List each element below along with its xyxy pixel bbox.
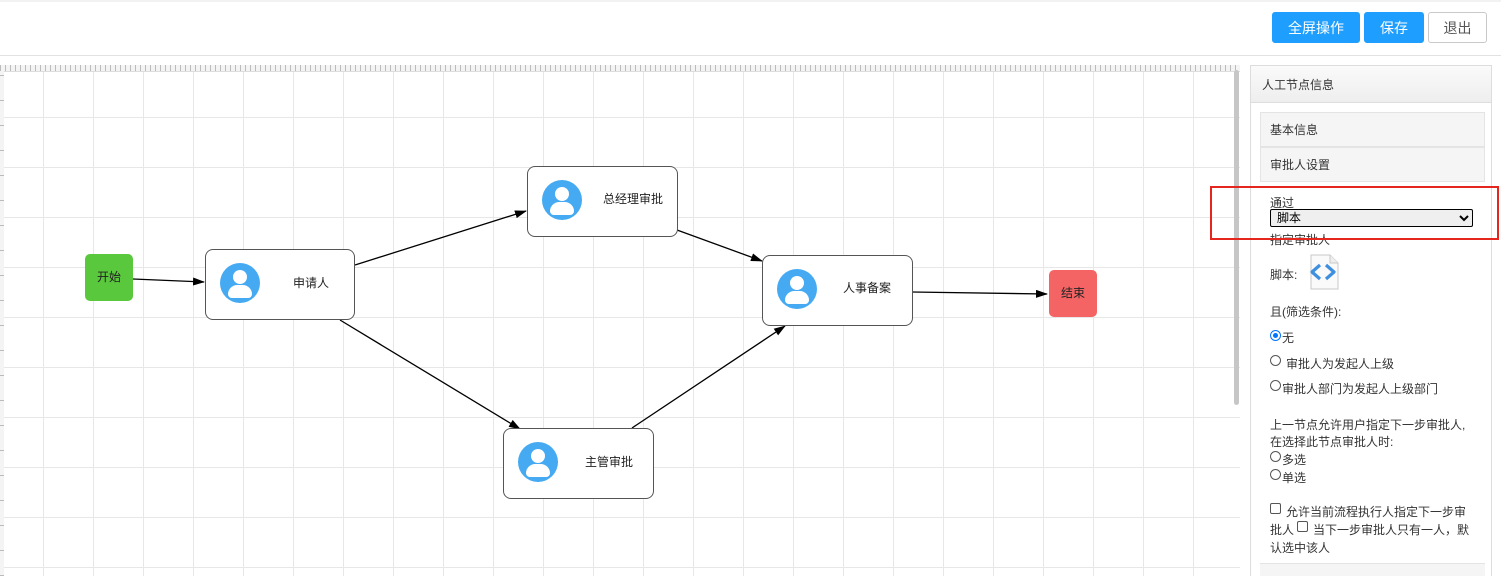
node-property-panel: 人工节点信息 基本信息 审批人设置 通过 脚本 指定审批人 脚本: 且(筛选条件… (1250, 65, 1492, 576)
prev-node-hint-2: 在选择此节点审批人时: (1270, 435, 1394, 449)
tab-strip (0, 0, 1501, 2)
user-avatar-icon (220, 263, 260, 303)
user-avatar-icon (542, 180, 582, 220)
canvas-scrollbar[interactable] (1234, 70, 1239, 405)
next-section-header[interactable] (1260, 563, 1485, 576)
node-hr-record[interactable]: 人事备案 (762, 255, 913, 326)
filter-option-label: 无 (1282, 331, 1295, 345)
filter-radio-superior-dept[interactable] (1270, 380, 1281, 391)
user-avatar-icon (518, 442, 558, 482)
pass-label: 通过 (1270, 196, 1295, 210)
save-button[interactable]: 保存 (1364, 12, 1424, 43)
filter-radio-none[interactable] (1270, 330, 1281, 341)
auto-select-text: 当下一步审批人只有一人，默 (1313, 523, 1470, 537)
approver-mode-select[interactable]: 脚本 (1270, 209, 1473, 227)
start-node[interactable]: 开始 (85, 254, 133, 301)
filter-label: 且(筛选条件): (1270, 305, 1342, 319)
select-single-radio[interactable] (1270, 469, 1281, 480)
node-supervisor[interactable]: 主管审批 (503, 428, 654, 499)
filter-option-label: 审批人部门为发起人上级部门 (1282, 382, 1439, 396)
node-applicant[interactable]: 申请人 (205, 249, 355, 320)
section-approver-settings[interactable]: 审批人设置 (1260, 147, 1485, 182)
node-label: 主管审批 (585, 455, 634, 469)
horizontal-ruler (0, 65, 1240, 72)
auto-select-checkbox[interactable] (1297, 521, 1308, 532)
allow-assign-checkbox[interactable] (1270, 503, 1281, 514)
filter-option-label: 审批人为发起人上级 (1286, 357, 1395, 371)
end-node[interactable]: 结束 (1049, 270, 1097, 317)
flow-canvas[interactable] (0, 65, 1240, 576)
allow-assign-text: 允许当前流程执行人指定下一步审 (1286, 505, 1467, 519)
node-label: 申请人 (293, 276, 330, 290)
node-general-manager[interactable]: 总经理审批 (527, 166, 678, 237)
node-label: 总经理审批 (603, 192, 664, 206)
user-avatar-icon (777, 269, 817, 309)
select-multi-radio[interactable] (1270, 451, 1281, 462)
allow-assign-text-cont: 批人 (1270, 523, 1295, 537)
prev-node-hint: 上一节点允许用户指定下一步审批人, (1270, 418, 1466, 432)
script-label: 脚本: (1270, 268, 1298, 282)
exit-button[interactable]: 退出 (1428, 12, 1487, 43)
fullscreen-button[interactable]: 全屏操作 (1272, 12, 1360, 43)
panel-title: 人工节点信息 (1251, 66, 1491, 103)
section-basic-info[interactable]: 基本信息 (1260, 112, 1485, 147)
assign-approver-label: 指定审批人 (1270, 233, 1331, 247)
filter-radio-superior[interactable] (1270, 355, 1281, 366)
vertical-ruler (0, 71, 4, 576)
select-single-label: 单选 (1282, 471, 1307, 485)
auto-select-text-cont: 认选中该人 (1270, 541, 1331, 555)
select-multi-label: 多选 (1282, 453, 1307, 467)
node-label: 人事备案 (843, 281, 892, 295)
script-file-icon[interactable] (1308, 254, 1340, 290)
top-toolbar: 全屏操作 保存 退出 (0, 0, 1501, 56)
